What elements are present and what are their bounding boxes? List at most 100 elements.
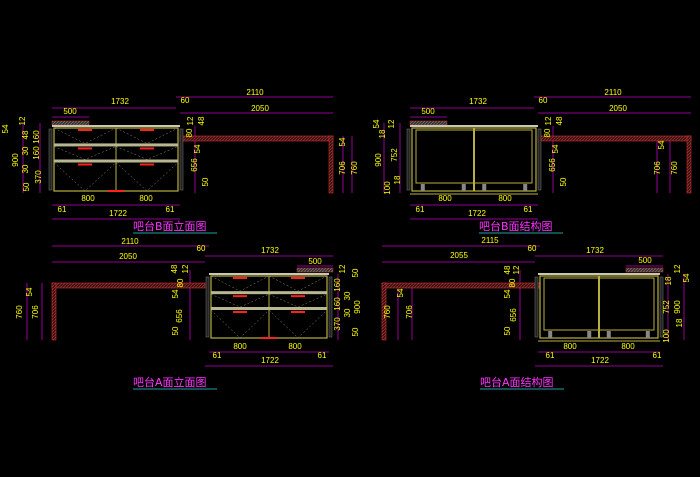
dimension-label: 61 xyxy=(318,351,327,360)
dimension-label: 800 xyxy=(81,194,95,203)
dimension-label: 54 xyxy=(657,140,666,149)
dimension-label: 30 xyxy=(343,291,352,300)
cabinet-top-edge xyxy=(52,125,180,127)
drawing-title: 吧台A面立面图 xyxy=(133,375,207,389)
cabinet-top-edge xyxy=(209,273,329,275)
dimension-label: 2110 xyxy=(121,237,139,246)
dimension-label: 800 xyxy=(498,194,512,203)
dimension-label: 54 xyxy=(503,289,512,298)
handle-mark xyxy=(233,311,247,313)
base-mark xyxy=(261,337,277,339)
dimension-label: 656 xyxy=(509,308,518,322)
dimension-label: 500 xyxy=(638,256,652,265)
dimension-label: 12 xyxy=(512,265,521,274)
dimension-label: 800 xyxy=(288,342,302,351)
counter-leg xyxy=(381,282,387,341)
dimension-label: 656 xyxy=(190,158,199,172)
dimension-label: 2050 xyxy=(609,104,627,113)
handle-mark xyxy=(291,311,305,313)
dimension-label: 80 xyxy=(185,128,194,137)
dimension-label: 706 xyxy=(405,305,414,319)
dimension-label: 760 xyxy=(15,305,24,319)
dimension-label: 100 xyxy=(662,329,671,343)
side-panel-left xyxy=(534,276,539,338)
door-swing-line xyxy=(210,309,270,339)
adjustable-foot xyxy=(420,184,425,191)
dimension-label: 2050 xyxy=(251,104,269,113)
dimension-label: 60 xyxy=(539,96,548,105)
dimension-label: 2115 xyxy=(481,236,499,245)
dimension-label: 800 xyxy=(621,342,635,351)
door-swing-line xyxy=(210,293,270,308)
dimension-label: 12 xyxy=(387,119,396,128)
dimension-label: 2110 xyxy=(246,88,264,97)
adjustable-foot xyxy=(461,184,466,191)
dimension-label: 54 xyxy=(25,287,34,296)
dimension-label: 656 xyxy=(548,158,557,172)
cabinet-top-edge xyxy=(410,125,538,127)
dimension-label: 48 xyxy=(503,265,512,274)
dimension-label: 1722 xyxy=(261,356,279,365)
dimension-label: 1732 xyxy=(111,97,129,106)
dimension-label: 54 xyxy=(193,144,202,153)
handle-mark xyxy=(140,129,154,131)
dimension-label: 30 xyxy=(343,308,352,317)
dimension-label: 61 xyxy=(546,351,555,360)
door-swing-line xyxy=(53,127,117,144)
dimension-label: 50 xyxy=(351,268,360,277)
dimension-label: 48 xyxy=(555,116,564,125)
top-slab xyxy=(51,120,90,126)
door-swing-line xyxy=(268,275,328,292)
door-swing-line xyxy=(268,293,328,308)
dimension-label: 80 xyxy=(176,278,185,287)
dimension-label: 12 xyxy=(544,116,553,125)
dimension-label: 30 xyxy=(21,146,30,155)
door-swing-line xyxy=(115,127,179,144)
dimension-label: 50 xyxy=(559,177,568,186)
door-swing-line xyxy=(115,162,179,192)
dimension-label: 900 xyxy=(353,300,362,314)
adjustable-foot xyxy=(523,184,528,191)
dimension-label: 80 xyxy=(508,278,517,287)
dimension-label: 54 xyxy=(396,288,405,297)
dimension-label: 50 xyxy=(22,182,31,191)
dimension-label: 1722 xyxy=(109,209,127,218)
shelf-band xyxy=(211,291,327,295)
dimension-label: 500 xyxy=(308,257,322,266)
door-swing-line xyxy=(115,146,179,160)
handle-mark xyxy=(233,277,247,279)
base-mark xyxy=(108,190,124,192)
door-swing-line xyxy=(210,275,270,292)
dimension-label: 500 xyxy=(421,107,435,116)
side-panel-right xyxy=(537,128,542,191)
dimension-label: 900 xyxy=(374,153,383,167)
side-panel-right xyxy=(179,128,184,191)
counter-top xyxy=(179,135,334,142)
dimension-label: 160 xyxy=(32,130,41,144)
dimension-label: 706 xyxy=(338,161,347,175)
shelf-band xyxy=(54,159,178,163)
dimension-label: 1732 xyxy=(261,246,279,255)
dimension-label: 760 xyxy=(383,305,392,319)
drawing-title: 吧台B面结构图 xyxy=(479,219,553,233)
dimension-label: 12 xyxy=(18,116,27,125)
dimension-label: 760 xyxy=(350,161,359,175)
adjustable-foot xyxy=(482,184,487,191)
dimension-label: 61 xyxy=(58,205,67,214)
dimension-label: 800 xyxy=(139,194,153,203)
dimension-label: 60 xyxy=(528,244,537,253)
dimension-label: 54 xyxy=(372,119,381,128)
dimension-label: 61 xyxy=(166,205,175,214)
dimension-label: 48 xyxy=(197,116,206,125)
dimension-label: 61 xyxy=(416,205,425,214)
dimension-label: 752 xyxy=(662,300,671,314)
dimension-label: 30 xyxy=(21,164,30,173)
dimension-label: 54 xyxy=(551,144,560,153)
dimension-label: 12 xyxy=(186,116,195,125)
drawing-title: 吧台B面立面图 xyxy=(133,219,207,233)
dimension-label: 1732 xyxy=(469,97,487,106)
counter-top xyxy=(537,135,692,142)
side-panel-right xyxy=(659,276,664,338)
dimension-label: 656 xyxy=(175,309,184,323)
